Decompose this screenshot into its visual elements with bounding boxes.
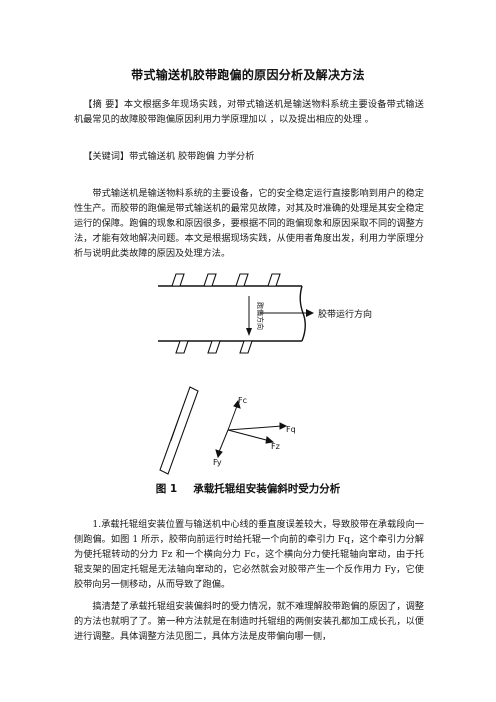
fc-label: Fc (238, 396, 247, 405)
fz-label: Fz (271, 442, 280, 451)
fq-arrowhead (279, 422, 288, 430)
fq-vector (227, 425, 283, 431)
keywords-line: 【关键词】带式输送机 胶带跑偏 力学分析 (83, 151, 255, 162)
abstract-paragraph: 【摘 要】本文根据多年现场实践，对带式输送机是输送物料系统主要设备带式输送机最常… (74, 99, 424, 125)
fy-label: Fy (213, 458, 222, 467)
fz-arrowhead (265, 436, 275, 444)
figure-1: 跑偏方向 胶带运行方向 (0, 260, 496, 500)
caption-text: 承载托辊组安装偏斜时受力分析 (193, 483, 341, 495)
direction-label: 胶带运行方向 (318, 308, 372, 320)
deviation-arrow (246, 296, 252, 336)
force-vectors (215, 399, 288, 459)
idler-stubs-bottom (175, 340, 253, 354)
fz-vector (227, 429, 271, 442)
caption-number: 图 1 (155, 483, 178, 495)
fc-arrowhead (233, 399, 241, 409)
fy-arrowhead (215, 449, 223, 459)
deviation-label: 跑偏方向 (256, 302, 265, 330)
idler-stubs-top (171, 273, 281, 287)
direction-arrow (260, 309, 314, 317)
fc-vector (227, 405, 238, 431)
tilted-idler (159, 386, 199, 475)
paper-title: 带式输送机胶带跑偏的原因分析及解决方法 (131, 68, 365, 82)
fq-label: Fq (286, 425, 296, 434)
intro-paragraph: 带式输送机是输送物料系统的主要设备，它的安全稳定运行直接影响到用户的稳定性生产。… (74, 188, 424, 259)
adjustment-paragraph: 搞清楚了承载托辊组安装偏斜时的受力情况，就不难理解胶带跑偏的原因了，调整的方法也… (74, 601, 424, 642)
figure-caption: 图 1 承载托辊组安装偏斜时受力分析 (0, 481, 496, 496)
fy-vector (218, 429, 229, 453)
figure-diagram: 跑偏方向 胶带运行方向 (158, 273, 372, 475)
analysis-paragraph: 1.承载托辊组安装位置与输送机中心线的垂直度误差较大，导致胶带在承载段向一侧跑偏… (74, 519, 424, 590)
